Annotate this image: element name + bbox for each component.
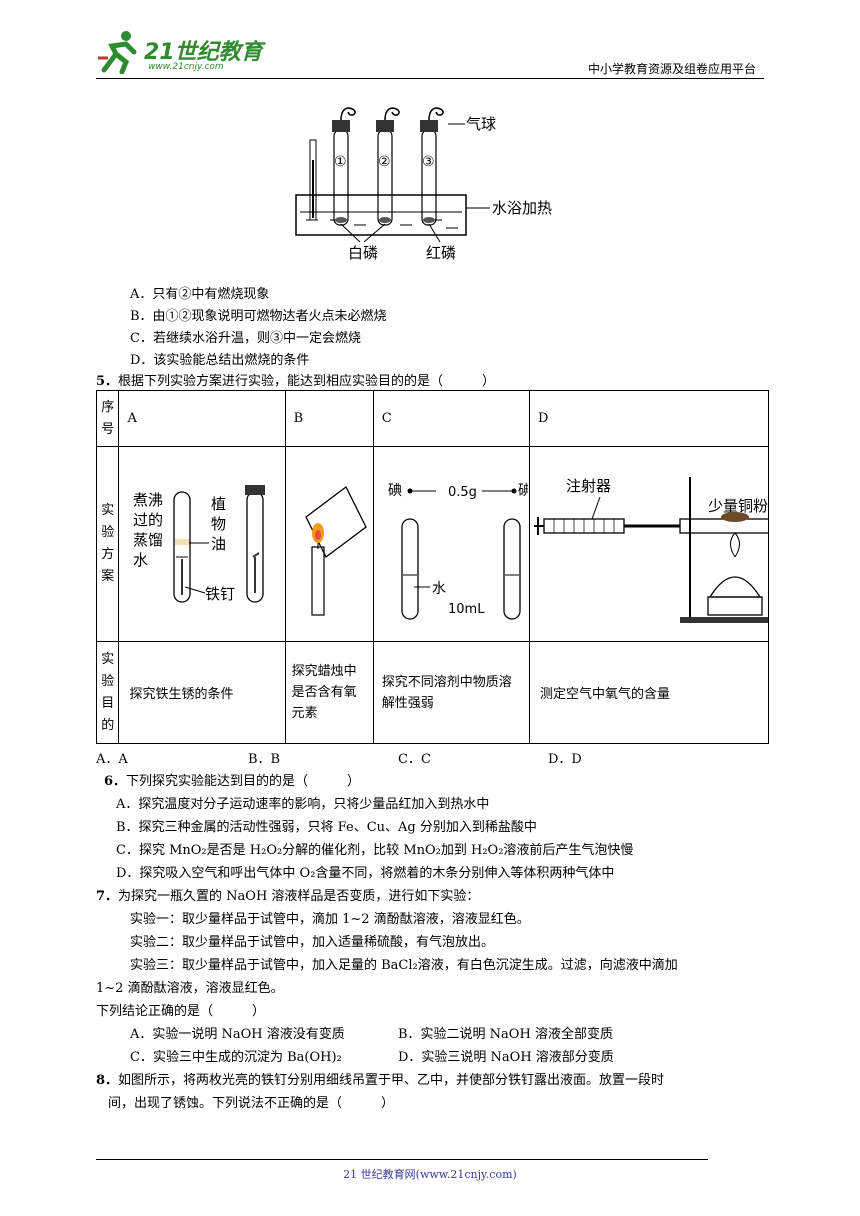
- label-mass: 0.5g: [448, 485, 477, 500]
- water-bath-label: 水浴加热: [492, 199, 552, 217]
- runner-logo-icon: [98, 31, 137, 75]
- iodine-solubility-figure: 碘 0.5g 碘 水 10mL: [388, 483, 532, 620]
- q7-experiment-3-a: 实验三：取少量样品于试管中，加入足量的 BaCl₂溶液，有白色沉淀生成。过滤，向…: [130, 958, 678, 973]
- q7-stem: 7．为探究一瓶久置的 NaOH 溶液样品是否变质，进行如下实验：: [96, 885, 479, 904]
- tube-number-2: ②: [378, 154, 391, 170]
- tube-number-1: ①: [334, 154, 347, 170]
- q6-stem: 6．下列探究实验能达到目的的是（ ）: [104, 770, 360, 789]
- purpose-c: 探究不同溶剂中物质溶解性强弱: [372, 641, 531, 744]
- col-head-c: C: [372, 390, 531, 447]
- label-boiled: 煮沸: [133, 491, 163, 509]
- header-platform-name: 中小学教育资源及组卷应用平台: [587, 62, 756, 76]
- label-volume: 10mL: [448, 602, 485, 617]
- q5-option-d: D．D: [548, 752, 582, 767]
- label-water-c: 水: [432, 581, 446, 597]
- header-divider: [96, 78, 764, 79]
- footer-divider: [96, 1159, 708, 1160]
- site-logo: 21世纪教育 www.21cnjy.com: [96, 28, 276, 78]
- q5-number: 5．: [96, 374, 119, 389]
- q7-experiment-2: 实验二：取少量样品于试管中，加入适量稀硫酸，有气泡放出。: [130, 935, 495, 950]
- col-head-b: B: [284, 390, 374, 447]
- q7-experiment-1: 实验一：取少量样品于试管中，滴加 1~2 滴酚酞溶液，溶液显红色。: [130, 912, 530, 927]
- q5-stem: 5．根据下列实验方案进行实验，能达到相应实验目的的是（ ）: [96, 370, 495, 389]
- label-iodine-right: 碘: [518, 483, 528, 499]
- q7-option-c: C．实验三中生成的沉淀为 Ba(OH)₂: [130, 1050, 342, 1065]
- purpose-b: 探究蜡烛中是否含有氧元素: [284, 641, 374, 744]
- q8-stem-line-2: 间，出现了锈蚀。下列说法不正确的是（ ）: [108, 1096, 395, 1111]
- q6-option-a: A．探究温度对分子运动速率的影响，只将少量品红加入到热水中: [116, 797, 490, 812]
- q6-stem-text: 下列探究实验能达到目的的是（ ）: [126, 774, 361, 789]
- balloon-label: 气球: [466, 115, 496, 133]
- q4-option-d: D．该实验能总结出燃烧的条件: [130, 353, 310, 368]
- candle-beaker-figure: [304, 486, 367, 616]
- q5-option-b: B．B: [248, 752, 281, 767]
- tube-number-3: ③: [422, 154, 435, 170]
- logo-text: 21世纪教育: [144, 40, 263, 65]
- row-head-purpose: 实验目的: [95, 641, 120, 744]
- q7-option-a: A．实验一说明 NaOH 溶液没有变质: [130, 1027, 345, 1042]
- label-oil-1: 物: [211, 515, 226, 533]
- syringe-copper-figure: 注射器 少量铜粉: [534, 477, 771, 623]
- q5-experiment-table: 序号 A B C D 实验方案 煮沸 过的 蒸馏 水 植 物 油: [95, 390, 771, 744]
- plan-b-figure: [284, 446, 374, 642]
- label-distilled: 蒸馏: [133, 531, 163, 549]
- rust-test-tubes-figure: 煮沸 过的 蒸馏 水 植 物 油 铁钉: [133, 485, 266, 603]
- q4-option-a: A．只有②中有燃烧现象: [130, 287, 270, 302]
- purpose-d: 测定空气中氧气的含量: [529, 641, 769, 744]
- label-boiled-2: 过的: [133, 511, 163, 529]
- purpose-a: 探究铁生锈的条件: [118, 641, 286, 744]
- label-veg: 植: [211, 495, 226, 513]
- q7-option-d: D．实验三说明 NaOH 溶液部分变质: [398, 1050, 614, 1065]
- plan-d-figure: 注射器 少量铜粉: [529, 446, 771, 642]
- row-head-plan: 实验方案: [95, 446, 120, 642]
- q7-number: 7．: [96, 889, 119, 904]
- label-syringe: 注射器: [566, 477, 611, 495]
- footer-source: 21 世纪教育网(www.21cnjy.com): [343, 1168, 517, 1181]
- plan-c-figure: 碘 0.5g 碘 水 10mL: [372, 446, 532, 642]
- label-iodine-left: 碘: [388, 483, 402, 499]
- logo-url: www.21cnjy.com: [148, 62, 224, 72]
- q7-option-b: B．实验二说明 NaOH 溶液全部变质: [398, 1027, 613, 1042]
- q7-experiment-3-b: 1~2 滴酚酞溶液，溶液显红色。: [96, 981, 284, 996]
- row-head-number: 序号: [95, 390, 120, 447]
- q7-stem-text: 为探究一瓶久置的 NaOH 溶液样品是否变质，进行如下实验：: [118, 889, 480, 904]
- q5-option-a: A．A: [96, 752, 128, 767]
- label-oil-2: 油: [211, 535, 226, 553]
- col-head-d: D: [529, 390, 769, 447]
- q8-number: 8．: [96, 1073, 119, 1088]
- plan-a-figure: 煮沸 过的 蒸馏 水 植 物 油 铁钉: [118, 446, 286, 642]
- q4-option-b: B．由①②现象说明可燃物达者火点未必燃烧: [130, 309, 387, 324]
- q6-option-d: D．探究吸入空气和呼出气体中 O₂含量不同，将燃着的木条分别伸入等体积两种气体中: [116, 866, 615, 881]
- q4-option-c: C．若继续水浴升温，则③中一定会燃烧: [130, 331, 361, 346]
- label-water: 水: [133, 551, 148, 569]
- q6-number: 6．: [104, 774, 127, 789]
- q8-stem-text-1: 如图所示，将两枚光亮的铁钉分别用细线吊置于甲、乙中，并使部分铁钉露出液面。放置一…: [118, 1073, 665, 1088]
- label-nail: 铁钉: [205, 585, 235, 603]
- white-phosphorus-label: 白磷: [348, 244, 378, 262]
- red-phosphorus-label: 红磷: [426, 244, 456, 262]
- label-copper: 少量铜粉: [708, 497, 768, 515]
- q6-option-b: B．探究三种金属的活动性强弱，只将 Fe、Cu、Ag 分别加入到稀盐酸中: [116, 820, 537, 835]
- q5-option-c: C．C: [398, 752, 431, 767]
- col-head-a: A: [118, 390, 286, 447]
- q5-stem-text: 根据下列实验方案进行实验，能达到相应实验目的的是（ ）: [118, 374, 496, 389]
- q8-stem-line-1: 8．如图所示，将两枚光亮的铁钉分别用细线吊置于甲、乙中，并使部分铁钉露出液面。放…: [96, 1069, 664, 1088]
- q6-option-c: C．探究 MnO₂是否是 H₂O₂分解的催化剂，比较 MnO₂加到 H₂O₂溶液…: [116, 843, 634, 858]
- q7-ask: 下列结论正确的是（ ）: [96, 1004, 266, 1019]
- combustion-figure: ① ② ③ 气球 水浴加热 白磷 红磷: [295, 107, 552, 262]
